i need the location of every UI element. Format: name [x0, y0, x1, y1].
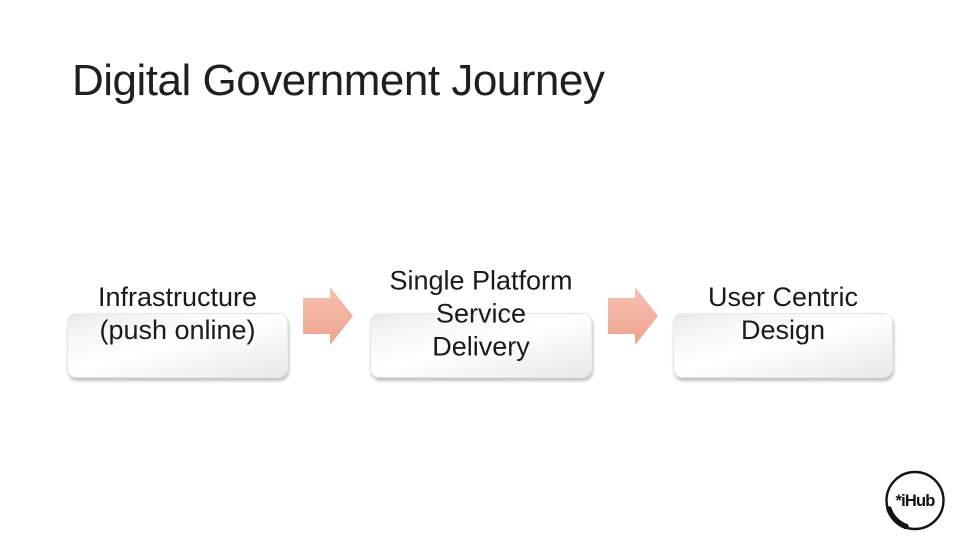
- step-label-line: User Centric: [707, 282, 859, 312]
- step-box: [370, 313, 592, 378]
- journey-step-user-centric: User Centric Design: [673, 255, 893, 385]
- step-label-line: (push online): [99, 315, 256, 345]
- step-label-line: Design: [740, 315, 826, 345]
- journey-step-single-platform: Single Platform Service Delivery: [370, 255, 592, 385]
- step-label-line: Delivery: [432, 331, 530, 362]
- step-label-line: Single Platform: [389, 265, 573, 296]
- step-box: [67, 313, 288, 378]
- right-arrow-icon: [608, 287, 658, 345]
- journey-step-infrastructure: Infrastructure (push online): [67, 255, 288, 385]
- journey-diagram: Infrastructure (push online) Single Plat…: [0, 255, 960, 385]
- step-box: [673, 313, 893, 378]
- page-title: Digital Government Journey: [72, 56, 605, 105]
- step-label: Infrastructure (push online): [57, 281, 298, 347]
- logo-text: *iHub: [895, 492, 935, 510]
- right-arrow-icon: [303, 287, 353, 345]
- logo-brush-arc: [886, 506, 909, 530]
- logo-circle: [885, 470, 945, 531]
- step-label-line: Service: [435, 298, 527, 329]
- step-label-line: Infrastructure: [97, 282, 258, 312]
- step-label: Single Platform Service Delivery: [360, 265, 602, 364]
- step-label: User Centric Design: [663, 281, 903, 347]
- ihub-logo: *iHub: [885, 470, 945, 531]
